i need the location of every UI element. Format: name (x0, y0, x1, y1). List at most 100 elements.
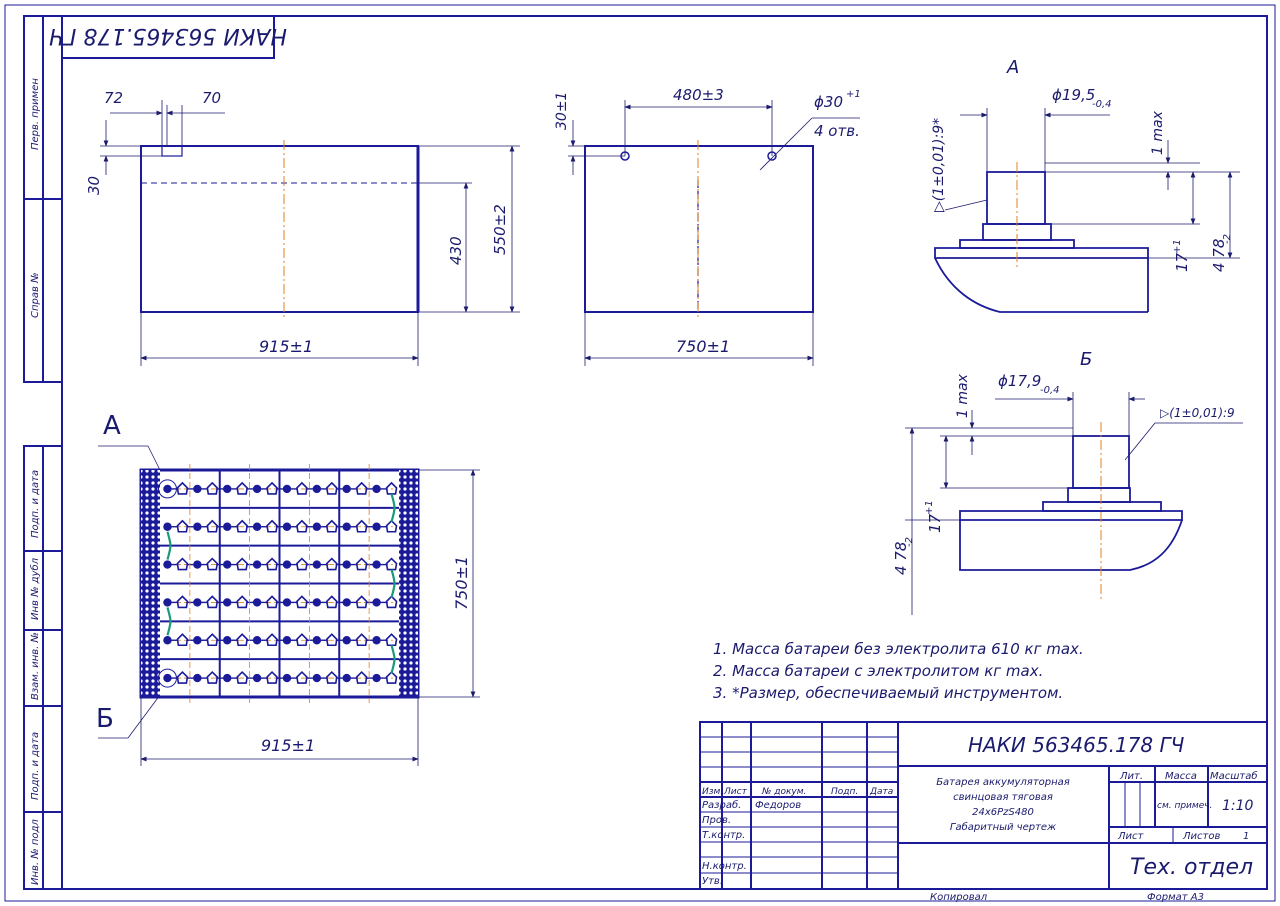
detail-b (959, 422, 1183, 600)
plan-terminal-round (372, 484, 381, 494)
plan-terminal-round (223, 636, 232, 645)
plan-terminal-round (193, 598, 202, 607)
detail-b-478: 4 78 (892, 542, 910, 575)
tb-masshtab: Масштаб (1210, 770, 1258, 782)
front-view (584, 140, 814, 320)
dim-480: 480±3 (673, 86, 724, 104)
plan-terminal-cone (385, 633, 398, 647)
front-view-dims (568, 100, 860, 366)
plan-terminal-round (372, 636, 381, 645)
stamp-podp-data-1: Подп. и дата (30, 470, 41, 538)
note-1: 1. Масса батареи без электролита 610 кг … (713, 640, 1084, 658)
dim-plan-915: 915±1 (261, 736, 315, 755)
dim-30: 30 (85, 176, 103, 195)
stamp-inv-podl: Инв. № подл (30, 819, 41, 885)
plan-terminal-cone (385, 595, 398, 609)
outer-frame (4, 4, 1276, 902)
plan-terminal-round (163, 636, 172, 645)
title-block-thin-rows (700, 736, 898, 874)
plan-terminal-cone (236, 519, 249, 533)
tb-listov-lbl: Листов (1182, 831, 1220, 842)
plan-terminal-round (252, 484, 262, 494)
plan-terminal-cone (325, 670, 338, 684)
plan-link-green (390, 644, 396, 674)
detail-b-17: 17 (926, 513, 944, 533)
plan-terminal-round (372, 560, 381, 569)
plan-terminal-a-marker (157, 479, 177, 499)
plan-terminal-cone (355, 670, 368, 684)
plan-terminal-round (223, 484, 232, 494)
detail-b-diam: ϕ17,9 (998, 372, 1041, 390)
detail-b-17-tol: +1 (924, 500, 935, 515)
detail-a-diam-tol: -0,4 (1092, 99, 1112, 110)
plan-terminal-round (252, 560, 262, 569)
tb-tkontr: Т.контр. (702, 830, 745, 841)
detail-b-478-tol: -2 (904, 537, 915, 547)
tb-hdr-podp: Подп. (831, 787, 858, 797)
tb-massa: Масса (1165, 771, 1197, 782)
stamp-sprav-no: Справ № (30, 273, 41, 318)
plan-terminal-round (252, 522, 262, 531)
tb-name-3: 24х6PzS480 (972, 807, 1034, 818)
plan-terminal-cone (206, 633, 219, 647)
tb-name-2: свинцовая тяговая (953, 792, 1053, 803)
plan-terminal-round (312, 560, 322, 569)
dim-550: 550±2 (491, 204, 509, 255)
plan-view (139, 464, 420, 703)
plan-terminal-round (193, 522, 202, 531)
plan-terminal-cone (236, 633, 249, 647)
tb-name-4: Габаритный чертеж (950, 821, 1056, 833)
plan-terminal-round (372, 673, 381, 683)
detail-a-478-tol: -2 (1222, 234, 1233, 244)
tb-list-lbl: Лист (1117, 831, 1145, 842)
mirrored-code: НАКИ 563465.178 ГЧ (49, 23, 287, 48)
detail-a (934, 162, 1149, 313)
plan-terminal-round (312, 673, 322, 683)
tb-hdr-list: Лист (723, 787, 748, 797)
plan-terminal-round (193, 560, 202, 569)
plan-terminal-cone (266, 670, 278, 684)
plan-terminal-cone (325, 633, 338, 647)
note-2: 2. Масса батареи с электролитом кг max. (713, 662, 1043, 680)
plan-terminal-cone (176, 557, 189, 571)
detail-a-478: 4 78 (1210, 239, 1228, 272)
plan-terminal-cone (355, 595, 368, 609)
plan-terminal-cone (296, 519, 308, 533)
plan-terminal-cone (355, 481, 368, 495)
plan-terminal-round (282, 636, 292, 645)
tb-hdr-izm: Изм. (702, 787, 723, 797)
plan-terminal-cone (206, 519, 219, 533)
plan-terminal-cone (176, 633, 189, 647)
plan-hatch-right (399, 470, 418, 697)
plan-terminal-cone (385, 519, 398, 533)
plan-terminal-cone (176, 519, 189, 533)
tb-listov-val: 1 (1243, 831, 1249, 842)
plan-terminal-round (342, 484, 351, 494)
tb-scale-val: 1:10 (1222, 798, 1254, 814)
tb-hdr-docnum: № докум. (761, 787, 806, 797)
dim-side-915: 915±1 (259, 337, 313, 356)
plan-label-a: А (103, 411, 121, 441)
plan-terminal-round (163, 598, 172, 607)
plan-dims (140, 469, 480, 766)
plan-link-green (166, 531, 172, 560)
tb-format: Формат А3 (1147, 892, 1204, 903)
tb-org: Тех. отдел (1130, 855, 1253, 880)
plan-terminal-cone (206, 481, 219, 495)
dim-hole: ϕ30 (814, 93, 843, 111)
plan-terminal-cone (325, 481, 338, 495)
plan-terminal-cone (236, 595, 249, 609)
plan-terminal-cone (176, 595, 189, 609)
stamp-vzam-inv: Взам. инв. № (30, 632, 41, 700)
plan-terminal-cone (296, 633, 308, 647)
plan-terminal-cone (325, 557, 338, 571)
detail-b-label: Б (1080, 349, 1092, 370)
tb-lit: Лит. (1119, 771, 1143, 782)
side-stamp (23, 15, 63, 890)
plan-terminal-round (223, 560, 232, 569)
detail-a-diam: ϕ19,5 (1052, 86, 1095, 104)
stamp-podp-data-2: Подп. и дата (30, 732, 41, 800)
detail-a-1max: 1 max (1150, 110, 1166, 155)
plan-terminal-cone (355, 519, 368, 533)
plan-terminal-cone (296, 481, 308, 495)
